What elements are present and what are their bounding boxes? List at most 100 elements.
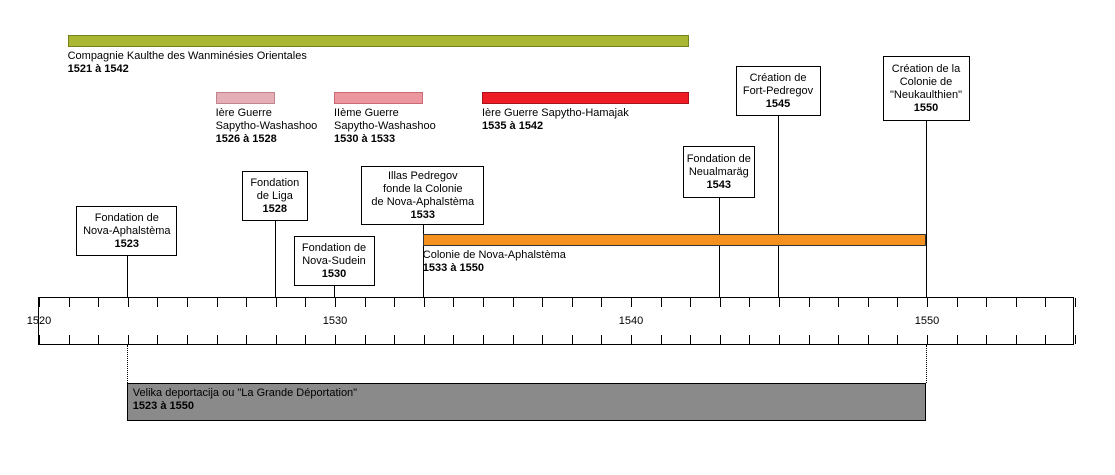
axis-tick <box>542 335 544 344</box>
axis-year-label: 1530 <box>322 315 348 327</box>
axis-tick <box>39 335 40 344</box>
event-creation-fort-pedregov-year: 1545 <box>765 97 791 110</box>
axis-tick <box>1075 335 1076 344</box>
event-fondation-liga-line: de Liga <box>256 189 293 202</box>
event-fondation-liga-year: 1528 <box>262 202 288 215</box>
axis-tick <box>749 298 751 307</box>
axis-tick <box>1045 298 1047 307</box>
axis-tick <box>305 335 307 344</box>
axis-tick <box>631 335 632 344</box>
grande-deportation-bar: Velika deportacija ou "La Grande Déporta… <box>126 383 926 421</box>
guerre-sapytho-hamajak-bar <box>482 92 690 104</box>
guerre-sapytho-washashoo-2-bar-label-line: IIème Guerre <box>334 107 399 119</box>
event-creation-colonie-neukaulthien-year: 1550 <box>913 101 939 114</box>
axis-tick <box>512 335 514 344</box>
guerre-sapytho-washashoo-1-bar <box>215 92 275 104</box>
axis-year-label: 1550 <box>914 315 940 327</box>
event-fondation-neualmarag-connector <box>718 198 720 297</box>
compagnie-kaulthe-bar <box>67 35 690 47</box>
colonie-nova-aphalstema-bar-range: 1533 à 1550 <box>422 262 484 274</box>
axis-tick <box>453 298 455 307</box>
axis-tick <box>335 298 336 307</box>
axis-tick <box>246 335 248 344</box>
axis-tick <box>1015 335 1017 344</box>
event-creation-colonie-neukaulthien-connector <box>926 121 927 297</box>
event-illas-pedregov-colonie-line: fonde la Colonie <box>383 182 463 195</box>
axis-tick <box>423 335 425 344</box>
axis-tick <box>986 298 988 307</box>
guerre-sapytho-washashoo-1-bar-label-line: Sapytho-Washashoo <box>215 120 318 132</box>
axis-tick <box>927 298 928 307</box>
axis-tick <box>808 298 810 307</box>
event-fondation-neualmarag-line: Neualmaräg <box>688 165 749 178</box>
axis-tick <box>867 298 869 307</box>
guerre-sapytho-washashoo-2-bar-range: 1530 à 1533 <box>334 133 396 145</box>
axis-tick <box>660 335 662 344</box>
compagnie-kaulthe-bar-label: Compagnie Kaulthe des Wanminésies Orient… <box>68 50 307 76</box>
axis-tick <box>127 298 129 307</box>
axis-tick <box>1075 298 1076 307</box>
grande-deportation-bar-range: 1523 à 1550 <box>132 400 194 412</box>
event-fondation-nova-aphalstema-line: Fondation de <box>94 211 159 224</box>
colonie-nova-aphalstema-bar-label-line: Colonie de Nova-Aphalstèma <box>422 249 566 261</box>
event-creation-colonie-neukaulthien-line: Colonie de <box>899 75 953 88</box>
event-fondation-nova-aphalstema-year: 1523 <box>114 237 140 250</box>
event-creation-fort-pedregov-connector <box>778 116 779 297</box>
axis-tick <box>335 335 336 344</box>
axis-tick <box>660 298 662 307</box>
guerre-sapytho-washashoo-2-bar-label-line: Sapytho-Washashoo <box>334 120 436 132</box>
axis-tick <box>275 298 277 307</box>
colonie-nova-aphalstema-bar <box>422 234 926 246</box>
event-fondation-neualmarag-year: 1543 <box>706 178 732 191</box>
grande-deportation-bar-connector <box>126 345 128 383</box>
event-creation-fort-pedregov-line: Fort-Pedregov <box>742 84 814 97</box>
axis-tick <box>897 298 899 307</box>
event-illas-pedregov-colonie-connector <box>422 225 424 297</box>
event-fondation-nova-sudein-line: Nova-Sudein <box>302 254 366 267</box>
event-fondation-liga-connector <box>274 221 276 297</box>
axis-tick <box>601 298 603 307</box>
event-illas-pedregov-colonie-year: 1533 <box>410 208 436 221</box>
axis-tick <box>749 335 751 344</box>
axis-tick <box>808 335 810 344</box>
axis-tick <box>838 298 840 307</box>
axis-tick <box>216 335 218 344</box>
event-illas-pedregov-colonie-line: de Nova-Aphalstèma <box>371 195 475 208</box>
axis-tick <box>423 298 425 307</box>
axis-tick <box>571 298 573 307</box>
guerre-sapytho-hamajak-bar-range: 1535 à 1542 <box>482 120 544 132</box>
axis-tick <box>719 298 721 307</box>
axis-tick <box>956 335 958 344</box>
axis-tick <box>275 335 277 344</box>
axis-tick <box>1015 298 1017 307</box>
axis-tick <box>779 335 780 344</box>
event-creation-fort-pedregov-line: Création de <box>749 71 807 84</box>
axis-tick <box>364 335 366 344</box>
axis-tick <box>779 298 780 307</box>
axis-tick <box>187 335 188 344</box>
guerre-sapytho-washashoo-1-bar-label-line: Ière Guerre <box>215 107 272 119</box>
event-fondation-nova-sudein-connector <box>334 286 335 297</box>
axis-tick <box>867 335 869 344</box>
axis-tick <box>927 335 928 344</box>
event-fondation-nova-sudein-year: 1530 <box>321 267 347 280</box>
axis-tick <box>1045 335 1047 344</box>
axis-tick <box>364 298 366 307</box>
event-fondation-nova-sudein-line: Fondation de <box>301 241 367 254</box>
axis-tick <box>68 298 70 307</box>
axis-tick <box>483 298 484 307</box>
axis-tick <box>127 335 129 344</box>
axis-tick <box>956 298 958 307</box>
compagnie-kaulthe-bar-label-line: Compagnie Kaulthe des Wanminésies Orient… <box>67 50 307 62</box>
guerre-sapytho-hamajak-bar-label-line: Ière Guerre Sapytho-Hamajak <box>482 107 629 119</box>
compagnie-kaulthe-bar-range: 1521 à 1542 <box>67 63 129 75</box>
axis-tick <box>601 335 603 344</box>
